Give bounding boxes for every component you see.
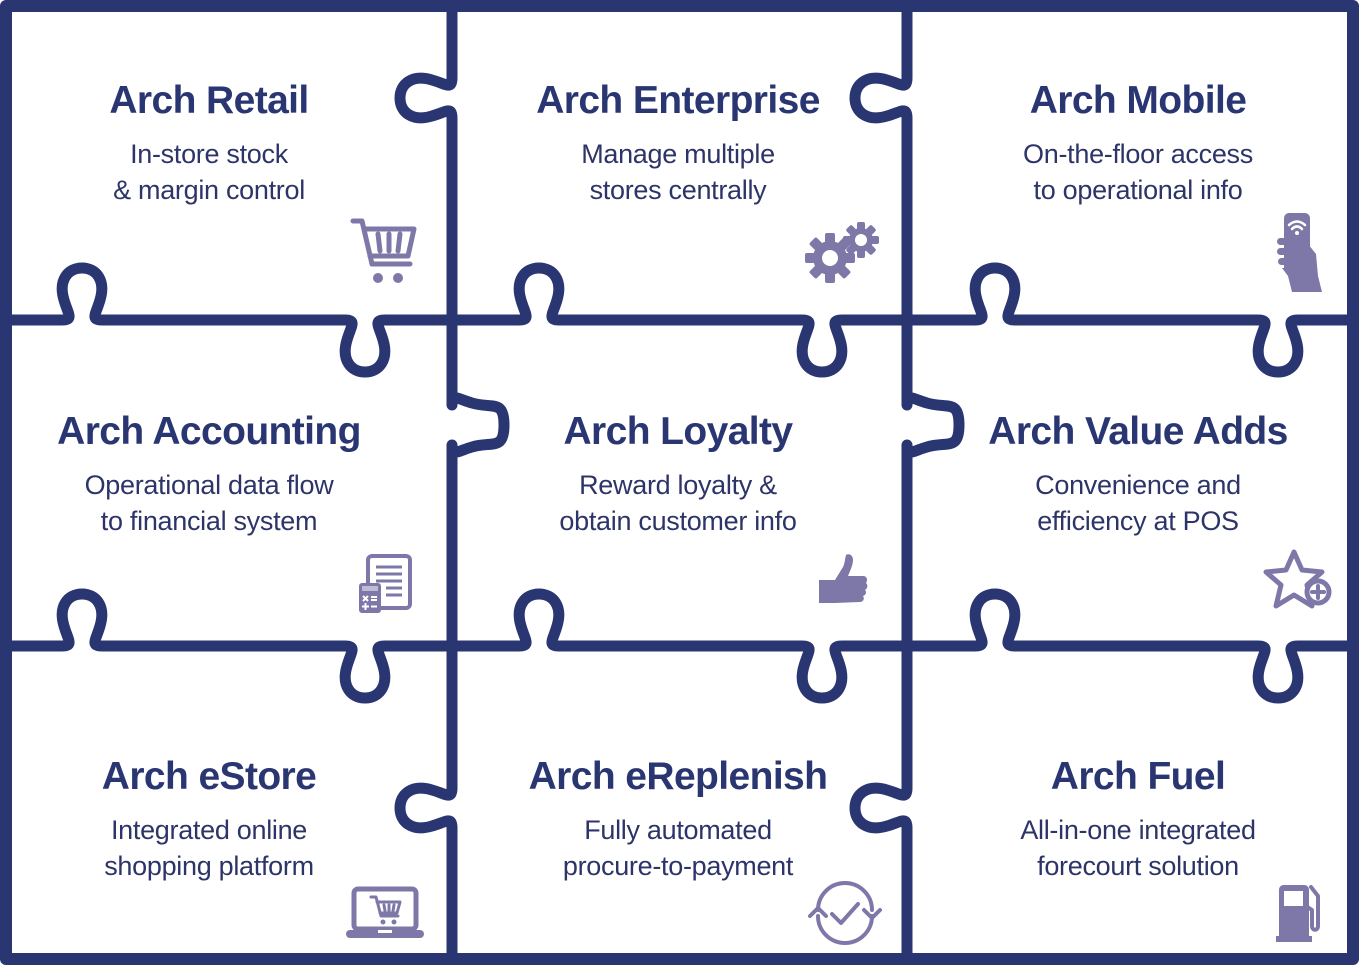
tile-description: Reward loyalty & obtain customer info bbox=[559, 470, 797, 536]
tile-title: Arch Enterprise bbox=[536, 79, 820, 122]
tile-description: Convenience and efficiency at POS bbox=[1035, 470, 1241, 536]
fuel-pump-icon bbox=[1276, 885, 1320, 942]
cycle-check-icon bbox=[808, 881, 882, 945]
tile-arch-retail: Arch Retail In-store stock & margin cont… bbox=[12, 78, 406, 208]
tile-description: Manage multiple stores centrally bbox=[581, 139, 775, 205]
tile-arch-mobile: Arch Mobile On-the-floor access to opera… bbox=[913, 78, 1359, 208]
vertical-divider-1 bbox=[394, 0, 510, 965]
document-calculator-icon bbox=[359, 554, 412, 613]
tile-arch-ereplenish: Arch eReplenish Fully automated procure-… bbox=[458, 754, 898, 884]
tile-arch-estore: Arch eStore Integrated online shopping p… bbox=[12, 754, 406, 884]
gears-icon bbox=[805, 222, 879, 283]
tile-arch-accounting: Arch Accounting Operational data flow to… bbox=[12, 409, 406, 539]
tile-description: All-in-one integrated forecourt solution bbox=[1020, 815, 1256, 881]
tile-title: Arch Value Adds bbox=[988, 410, 1288, 453]
tile-arch-enterprise: Arch Enterprise Manage multiple stores c… bbox=[458, 78, 898, 208]
tile-title: Arch eReplenish bbox=[528, 755, 828, 798]
tile-description: In-store stock & margin control bbox=[113, 139, 305, 205]
horizontal-divider-2 bbox=[0, 588, 1359, 704]
thumbs-up-icon bbox=[819, 554, 868, 603]
tile-title: Arch eStore bbox=[101, 755, 317, 798]
tile-description: Fully automated procure-to-payment bbox=[562, 815, 794, 881]
tile-description: Operational data flow to financial syste… bbox=[84, 470, 334, 536]
tile-arch-loyalty: Arch Loyalty Reward loyalty & obtain cus… bbox=[458, 409, 898, 539]
tile-title: Arch Fuel bbox=[1050, 755, 1226, 798]
shopping-cart-icon bbox=[350, 218, 417, 283]
tile-title: Arch Accounting bbox=[57, 410, 361, 453]
tile-title: Arch Loyalty bbox=[563, 410, 793, 453]
tile-arch-value-adds: Arch Value Adds Convenience and efficien… bbox=[913, 409, 1359, 539]
vertical-divider-2 bbox=[849, 0, 965, 965]
hand-phone-wifi-icon bbox=[1277, 213, 1322, 292]
tile-description: On-the-floor access to operational info bbox=[1023, 139, 1253, 205]
tile-title: Arch Mobile bbox=[1029, 79, 1247, 122]
tile-arch-fuel: Arch Fuel All-in-one integrated forecour… bbox=[913, 754, 1359, 884]
laptop-cart-icon bbox=[346, 886, 424, 938]
star-plus-icon bbox=[1263, 549, 1332, 609]
tile-description: Integrated online shopping platform bbox=[104, 815, 314, 881]
tile-title: Arch Retail bbox=[109, 79, 309, 122]
horizontal-divider-1 bbox=[0, 262, 1359, 378]
